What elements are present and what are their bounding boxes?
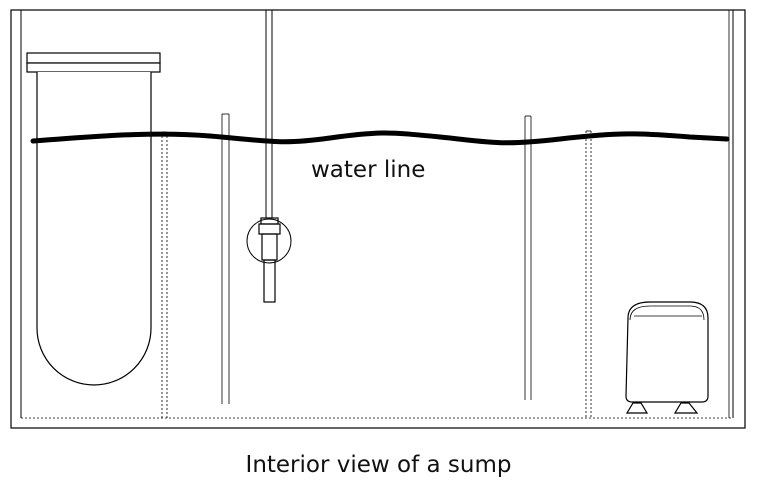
water-line-label: water line: [311, 157, 426, 183]
filter-sock: [26, 52, 161, 386]
diagram-caption: Interior view of a sump: [245, 452, 512, 478]
heater-tube: [246, 10, 292, 303]
water-line: [30, 130, 730, 146]
heater-highlight-circle: [246, 218, 292, 264]
baffle-2: [221, 113, 230, 404]
return-pump: [625, 301, 709, 414]
baffle-4: [585, 130, 592, 418]
sump-tank: [10, 9, 746, 429]
baffle-3: [524, 115, 532, 400]
baffle-1: [161, 131, 168, 418]
